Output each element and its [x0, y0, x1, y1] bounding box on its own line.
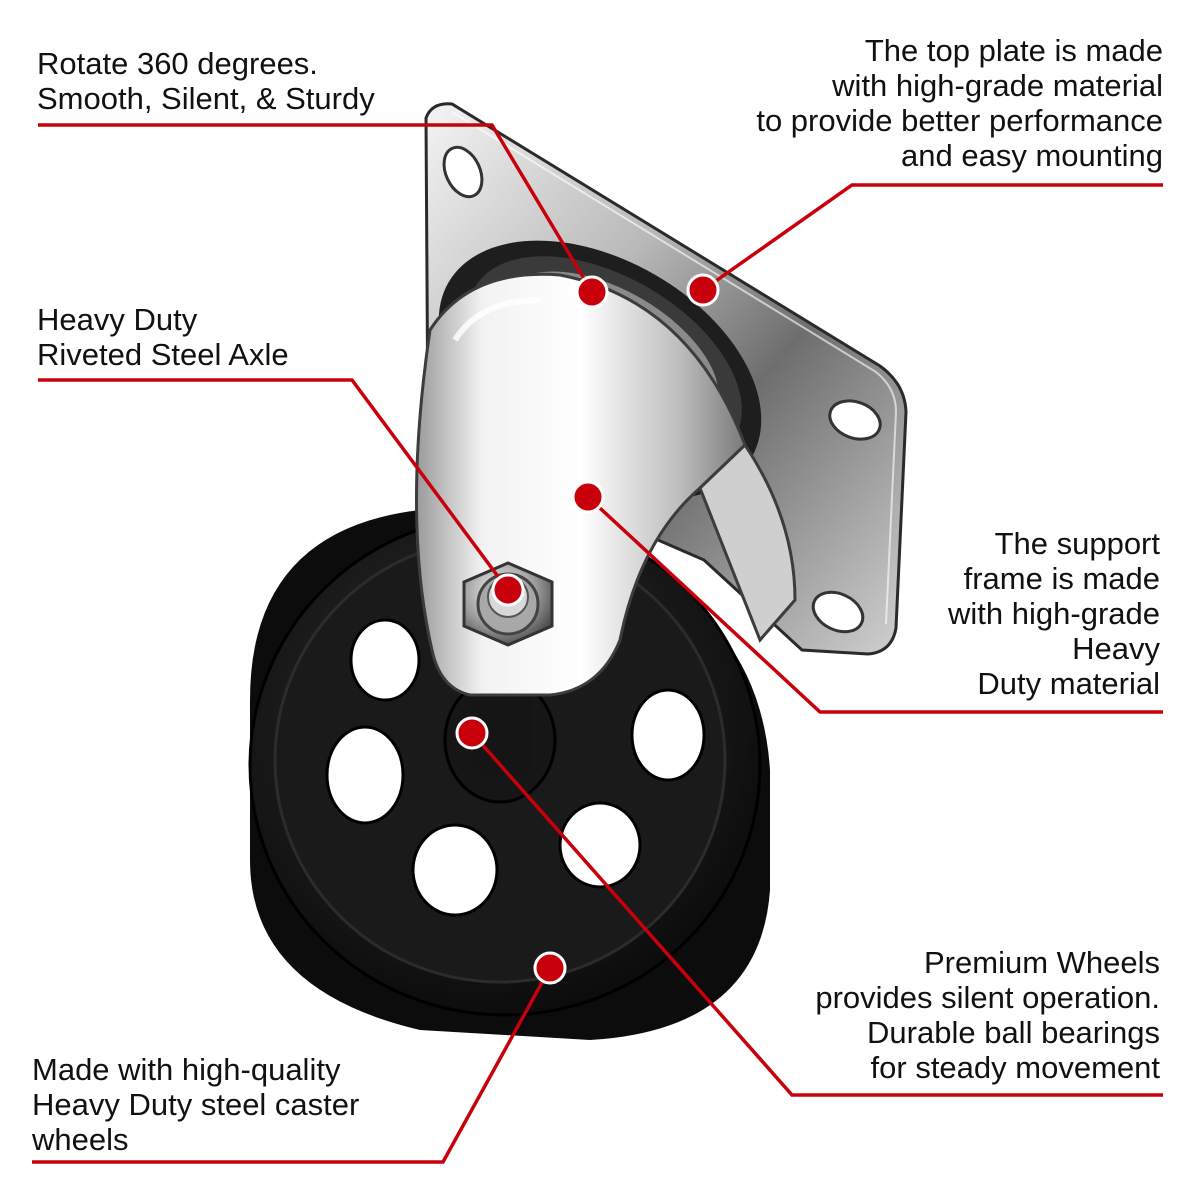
leader-line-frame	[586, 495, 1163, 714]
leader-line-axle	[38, 378, 510, 592]
callout-axle: Heavy Duty Riveted Steel Axle	[37, 302, 289, 372]
callout-line: Heavy Duty	[37, 302, 198, 337]
leader-line-premium	[470, 731, 1163, 1097]
callout-premium-wheels: Premium Wheels provides silent operation…	[815, 945, 1160, 1085]
marker-dot	[686, 273, 720, 307]
leader-line-wheels	[32, 967, 552, 1164]
callout-line: Smooth, Silent, & Sturdy	[37, 81, 375, 116]
callout-line: and easy mounting	[901, 138, 1163, 173]
callout-line: The support	[994, 526, 1160, 561]
leader-line-plate	[701, 183, 1163, 292]
marker-dot	[455, 716, 489, 750]
callout-line: Made with high-quality	[32, 1052, 341, 1087]
callout-line: provides silent operation.	[815, 980, 1160, 1015]
callout-line: wheels	[32, 1122, 129, 1157]
callout-support-frame: The support frame is made with high-grad…	[948, 526, 1160, 701]
leader-line-rotate	[38, 123, 594, 293]
wheel-spoke-holes	[325, 618, 706, 917]
marker-dot	[571, 480, 605, 514]
marker-dot	[533, 951, 567, 985]
callout-leader-lines	[32, 123, 1163, 1164]
callout-line: Rotate 360 degrees.	[37, 46, 318, 81]
callout-line: Durable ball bearings	[867, 1015, 1160, 1050]
marker-dot	[575, 275, 609, 309]
callout-line: to provide better performance	[756, 103, 1163, 138]
callout-markers	[455, 273, 720, 985]
mounting-hole	[442, 145, 484, 199]
callout-line: frame is made	[963, 561, 1160, 596]
mounting-hole	[828, 399, 882, 441]
callout-top-plate: The top plate is made with high-grade ma…	[756, 33, 1163, 173]
marker-dot	[491, 573, 525, 607]
callout-rotate: Rotate 360 degrees. Smooth, Silent, & St…	[37, 46, 375, 116]
callout-line: Heavy Duty steel caster	[32, 1087, 360, 1122]
callout-line: The top plate is made	[864, 33, 1163, 68]
callout-line: for steady movement	[870, 1050, 1160, 1085]
callout-steel-wheels: Made with high-quality Heavy Duty steel …	[32, 1052, 359, 1157]
callout-line: Heavy	[1072, 631, 1160, 666]
mounting-hole	[811, 590, 865, 634]
callout-line: with high-grade	[948, 596, 1160, 631]
callout-line: with high-grade material	[832, 68, 1163, 103]
callout-line: Riveted Steel Axle	[37, 337, 289, 372]
callout-line: Premium Wheels	[924, 945, 1160, 980]
callout-line: Duty material	[977, 666, 1160, 701]
